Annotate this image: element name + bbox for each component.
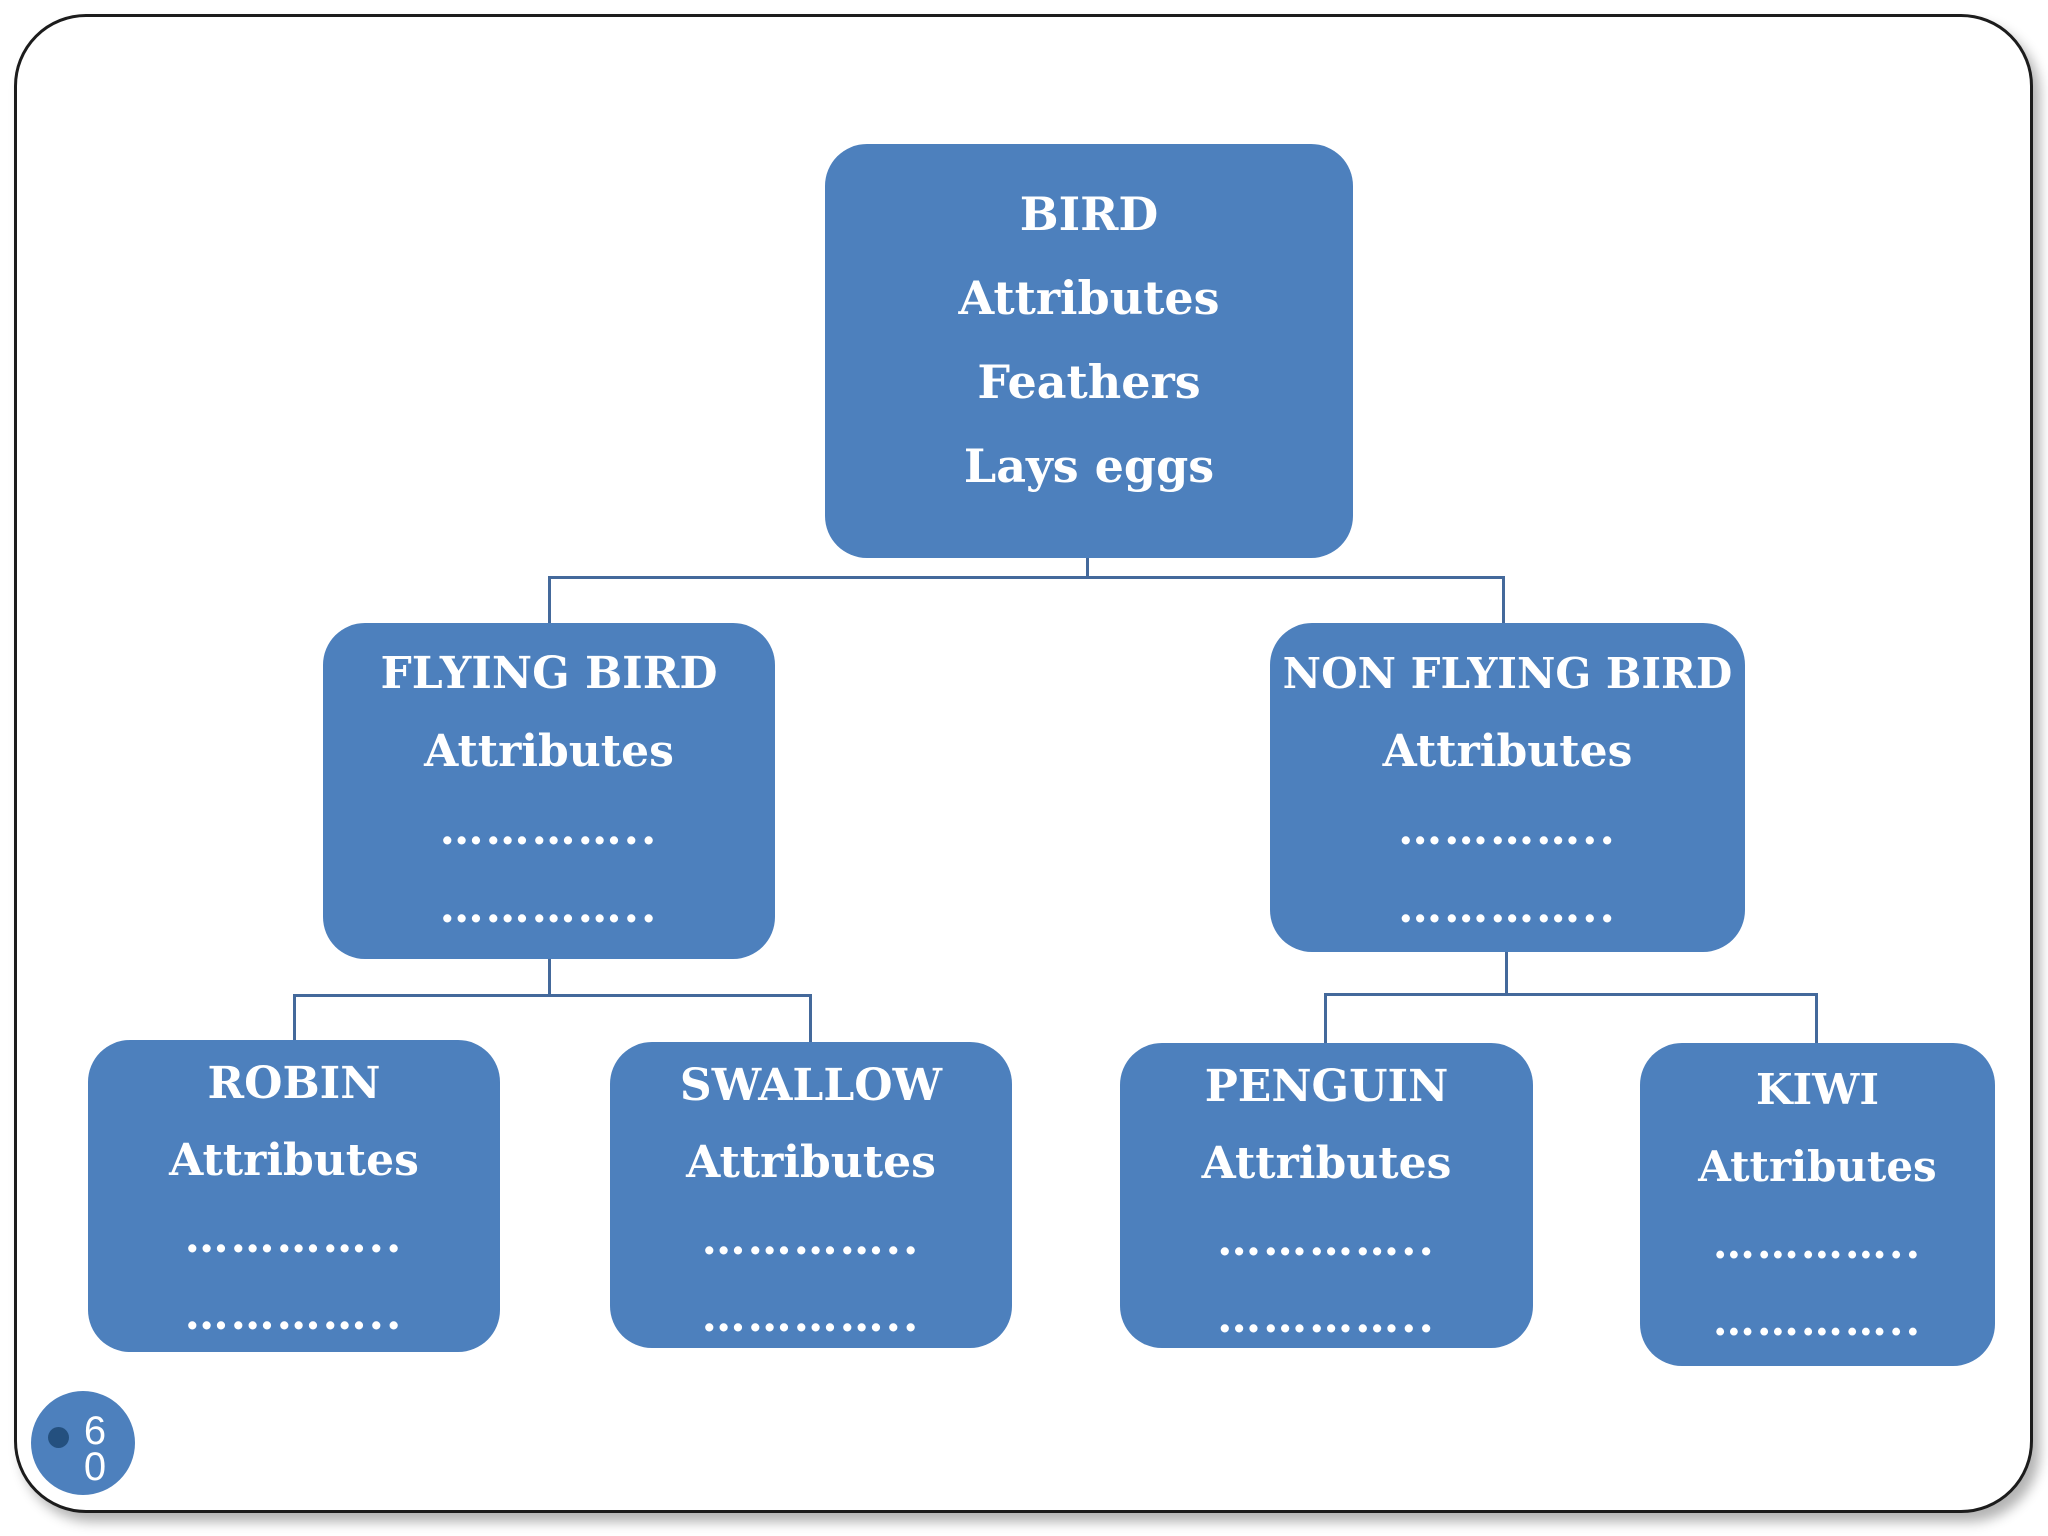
node-robin: ROBIN Attributes ………….. ………….. [88, 1040, 500, 1352]
bullet-dot-icon [48, 1427, 69, 1448]
node-penguin: PENGUIN Attributes ………….. ………….. [1120, 1043, 1533, 1348]
connector-nonflying-stub [1502, 576, 1505, 624]
node-bird-line: Feathers [977, 355, 1201, 409]
connector-swallow-stub [809, 994, 812, 1044]
node-non-flying-bird-title: NON FLYING BIRD [1282, 649, 1733, 698]
node-flying-bird-line: Attributes [424, 726, 674, 777]
connector-nonflying-children-rail [1324, 993, 1818, 996]
node-penguin-line: Attributes [1201, 1138, 1452, 1189]
node-penguin-title: PENGUIN [1204, 1061, 1449, 1112]
node-kiwi-title: KIWI [1756, 1065, 1879, 1114]
node-flying-bird: FLYING BIRD Attributes ………….. ………….. [323, 623, 775, 959]
node-swallow: SWALLOW Attributes ………….. ………….. [610, 1042, 1012, 1348]
node-robin-title: ROBIN [207, 1058, 381, 1109]
node-robin-line: Attributes [169, 1135, 419, 1186]
node-kiwi-line: ………….. [1712, 1219, 1923, 1268]
node-swallow-line: ………….. [701, 1214, 921, 1265]
node-swallow-line: Attributes [686, 1137, 936, 1188]
node-non-flying-bird-line: ………….. [1398, 882, 1617, 933]
node-kiwi-line: ………….. [1712, 1296, 1923, 1345]
node-robin-line: ………….. [184, 1212, 404, 1263]
node-flying-bird-title: FLYING BIRD [380, 648, 718, 699]
connector-nonflying-down [1505, 939, 1508, 996]
node-swallow-line: ………….. [701, 1291, 921, 1342]
node-non-flying-bird-line: ………….. [1398, 804, 1617, 855]
node-bird-line: Lays eggs [963, 439, 1215, 493]
slide-number: 6 0 [75, 1409, 115, 1489]
node-non-flying-bird: NON FLYING BIRD Attributes ………….. ………….. [1270, 623, 1745, 952]
node-penguin-line: ………….. [1217, 1215, 1436, 1266]
connector-flying-children-rail [293, 994, 812, 997]
node-bird-line: Attributes [958, 271, 1220, 325]
node-kiwi-line: Attributes [1698, 1142, 1937, 1191]
slide-number-badge: 6 0 [31, 1391, 135, 1495]
node-robin-line: ………….. [184, 1289, 404, 1340]
node-bird: BIRD Attributes Feathers Lays eggs [825, 144, 1353, 558]
connector-flying-down [548, 946, 551, 997]
node-flying-bird-line: ………….. [439, 804, 659, 855]
node-bird-title: BIRD [1019, 187, 1159, 241]
node-kiwi: KIWI Attributes ………….. ………….. [1640, 1043, 1995, 1366]
node-non-flying-bird-line: Attributes [1382, 726, 1633, 777]
slide-number-line: 6 [83, 1409, 107, 1453]
connector-kiwi-stub [1815, 993, 1818, 1045]
node-swallow-title: SWALLOW [679, 1060, 943, 1111]
node-penguin-line: ………….. [1217, 1292, 1436, 1343]
connector-flying-stub [548, 576, 551, 624]
slide-number-line: 0 [83, 1445, 107, 1489]
node-flying-bird-line: ………….. [439, 882, 659, 933]
connector-level2-rail [548, 576, 1505, 579]
connector-penguin-stub [1324, 993, 1327, 1045]
connector-robin-stub [293, 994, 296, 1042]
